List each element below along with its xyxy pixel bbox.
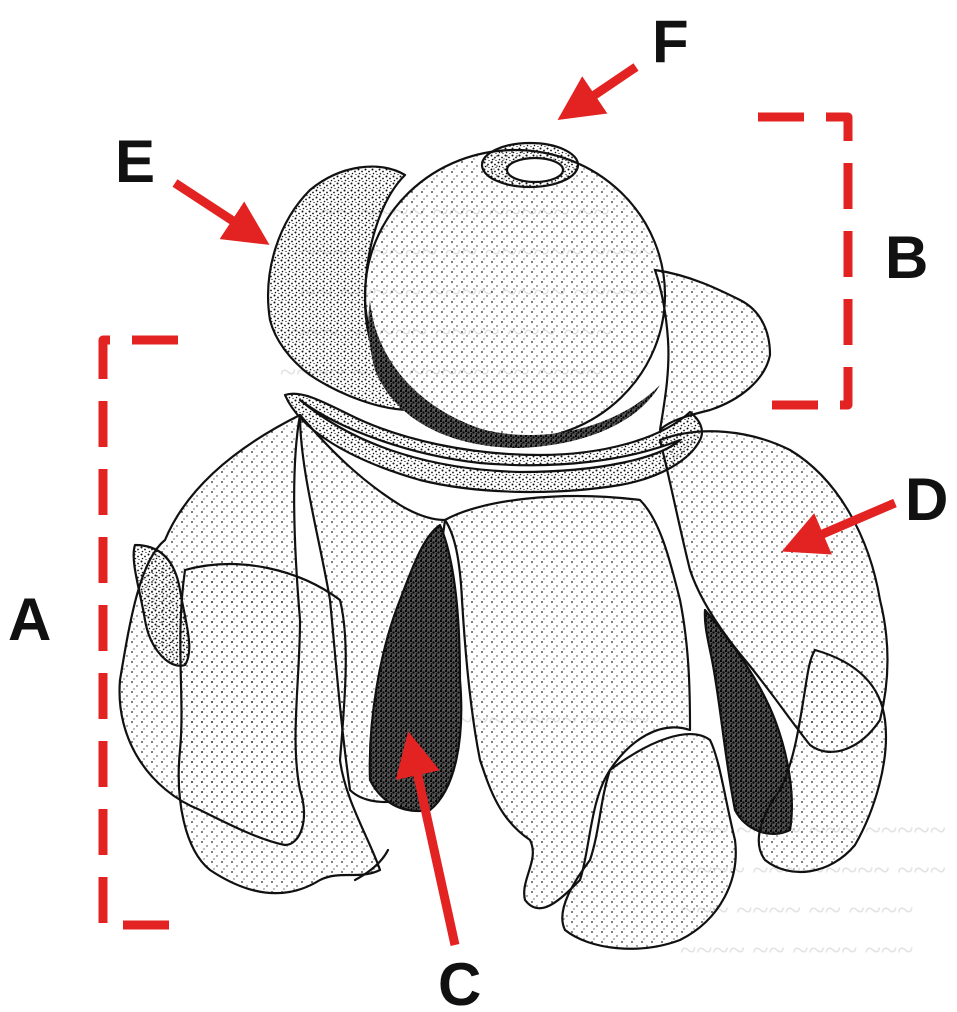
label-a: A	[8, 586, 51, 653]
label-d: D	[905, 466, 948, 533]
svg-text:~~~~ ~~ ~~~~ ~~~: ~~~~ ~~ ~~~~ ~~~	[680, 934, 914, 967]
peristome-opening	[507, 158, 563, 182]
label-b: B	[885, 224, 928, 291]
label-f: F	[652, 8, 689, 75]
label-e: E	[115, 128, 155, 195]
label-c: C	[438, 951, 481, 1012]
